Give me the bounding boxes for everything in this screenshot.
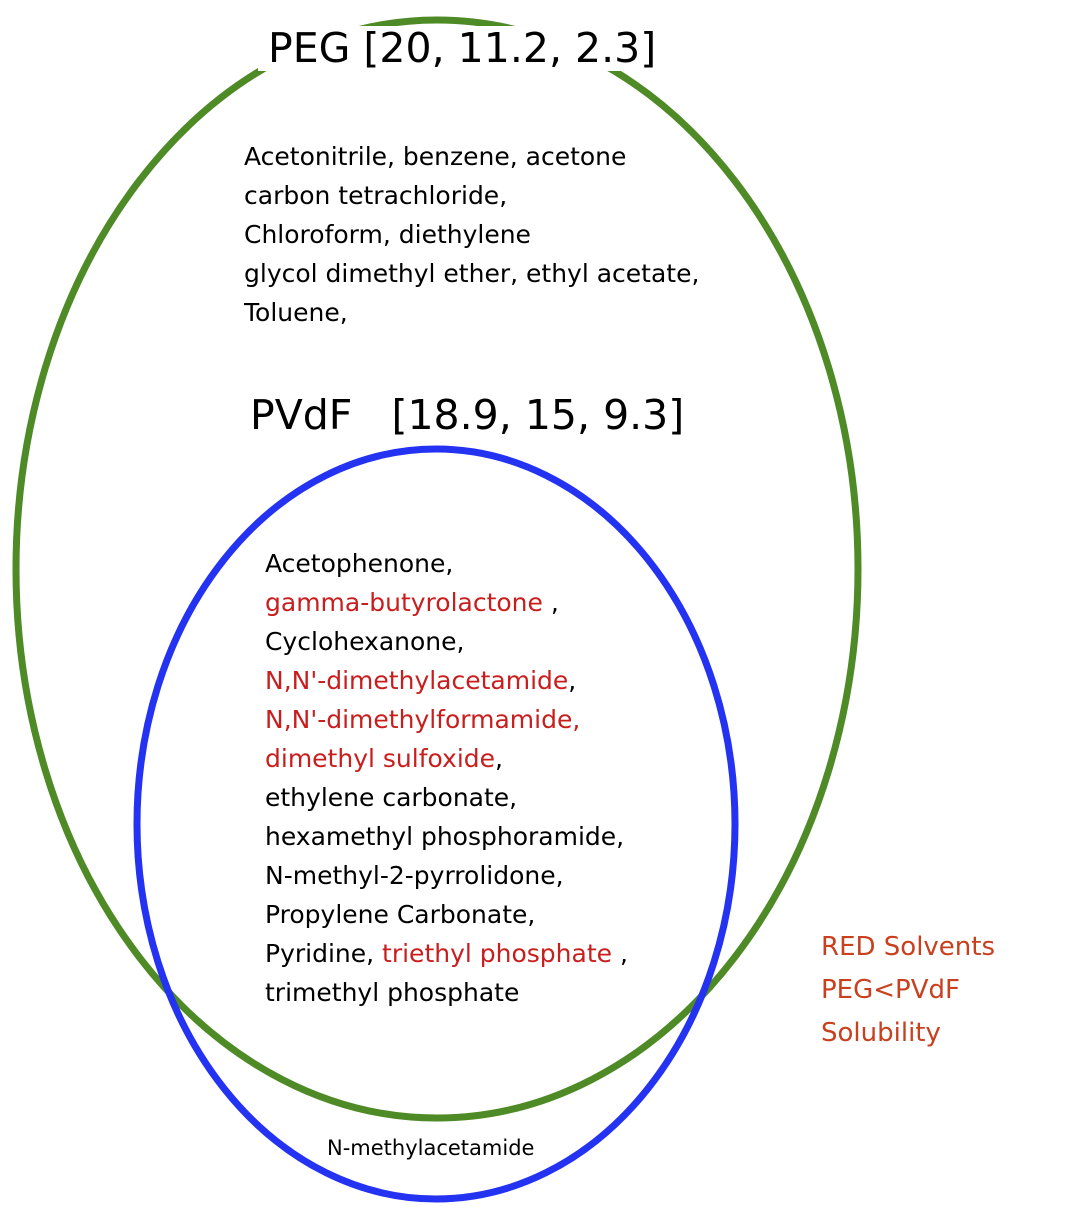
pvdf-solvent-line: trimethyl phosphate — [265, 973, 628, 1012]
peg-solvent-line: Acetonitrile, benzene, acetone — [244, 142, 627, 171]
pvdf-solvent-line: N,N'-dimethylacetamide, — [265, 661, 628, 700]
solvent-name: , — [495, 744, 503, 773]
red-solvent-name: gamma-butyrolactone — [265, 588, 543, 617]
pvdf-solvent-line: hexamethyl phosphoramide, — [265, 817, 628, 856]
red-solvent-name: triethyl phosphate — [382, 939, 613, 968]
solvent-name: Acetophenone, — [265, 549, 454, 578]
solvent-name: trimethyl phosphate — [265, 978, 520, 1007]
pvdf-solvent-line: ethylene carbonate, — [265, 778, 628, 817]
peg-set-title: PEG [20, 11.2, 2.3] — [258, 25, 667, 72]
red-solvent-name: dimethyl sulfoxide — [265, 744, 496, 773]
solvent-name: Cyclohexanone, — [265, 627, 465, 656]
peg-solvent-list: Acetonitrile, benzene, acetone carbon tet… — [244, 137, 699, 332]
legend-line: Solubility — [821, 1018, 941, 1048]
pvdf-solvent-line: gamma-butyrolactone , — [265, 583, 628, 622]
pvdf-solvent-line: Acetophenone, — [265, 544, 628, 583]
peg-solvent-line: glycol dimethyl ether, ethyl acetate, — [244, 259, 700, 288]
solvent-name: N-methyl-2-pyrrolidone, — [265, 861, 564, 890]
solvent-name: ethylene carbonate, — [265, 783, 518, 812]
peg-solvent-line: Chloroform, diethylene — [244, 220, 531, 249]
pvdf-solvent-list: Acetophenone, gamma-butyrolactone , Cycloh… — [265, 544, 628, 1012]
peg-set-ellipse — [12, 16, 862, 1122]
solvent-name: , — [542, 588, 559, 617]
pvdf-solvent-line: Propylene Carbonate, — [265, 895, 628, 934]
legend-line: RED Solvents — [821, 932, 996, 962]
pvdf-solvent-line: dimethyl sulfoxide, — [265, 739, 628, 778]
solvent-name: hexamethyl phosphoramide, — [265, 822, 625, 851]
pvdf-solvent-line: N,N'-dimethylformamide, — [265, 700, 628, 739]
solvent-name: Pyridine, — [265, 939, 383, 968]
legend-line: PEG<PVdF — [821, 975, 960, 1005]
pvdf-solvent-line: N-methyl-2-pyrrolidone, — [265, 856, 628, 895]
solvent-name: , — [612, 939, 628, 968]
pvdf-set-ellipse — [133, 445, 739, 1203]
pvdf-solvent-line: Cyclohexanone, — [265, 622, 628, 661]
solvent-name: Propylene Carbonate, — [265, 900, 536, 929]
pvdf-only-solvent-label: N-methylacetamide — [327, 1136, 535, 1160]
pvdf-solvent-line: Pyridine, triethyl phosphate , — [265, 934, 628, 973]
red-solvent-name: N,N'-dimethylacetamide — [265, 666, 569, 695]
pvdf-set-title: PVdF [18.9, 15, 9.3] — [242, 392, 693, 439]
red-solvent-name: N,N'-dimethylformamide, — [265, 705, 581, 734]
peg-solvent-line: Toluene, — [244, 298, 348, 327]
peg-solvent-line: carbon tetrachloride, — [244, 181, 508, 210]
solvent-name: , — [568, 666, 577, 695]
